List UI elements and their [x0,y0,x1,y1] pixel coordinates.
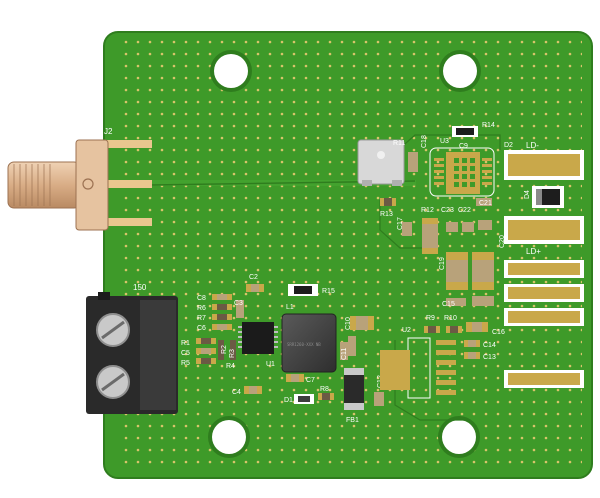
diode-d4 [532,186,564,208]
silk-r11: R11 [393,140,405,147]
silk-c16: C16 [492,329,505,336]
silk-c21: C21 [479,200,492,207]
edge-pads [504,260,584,388]
silk-r9: R9 [426,315,435,322]
cap-c12 [374,392,384,406]
silk-c8: C8 [197,295,206,302]
left-passives [196,294,244,364]
silk-c15: C15 [442,301,455,308]
silk-c9: C9 [459,143,468,150]
silk-c2: C2 [249,274,258,281]
silk-d2: D2 [504,142,513,149]
silk-r10: R10 [444,315,457,322]
ic-u1 [238,322,278,354]
silk-r4: R4 [226,363,235,370]
silk-u3: U3 [440,138,449,145]
silk-150: 150 [133,283,147,292]
res-r11 [357,139,405,186]
silk-r3: R3 [229,349,236,358]
silk-r1: R1 [181,340,190,347]
res-r13 [380,198,396,206]
silk-d4: D4 [524,190,531,199]
silk-r6: R6 [197,305,206,312]
silk-c22: C22 [458,207,471,214]
cap-c4 [244,386,262,394]
silk-c23: C23 [441,207,454,214]
cap-c2 [246,284,264,292]
silk-r12: R12 [421,207,434,214]
silk-r8: R8 [320,386,329,393]
silk-r2: R2 [221,345,228,354]
silk-c11: C11 [341,348,348,360]
silk-c7: C7 [306,377,315,384]
cap-c7 [286,374,304,382]
res-r15 [288,284,318,296]
silk-c14: C14 [483,342,496,349]
silk-c5: C5 [181,350,190,357]
mounting-holes [208,50,481,458]
res-r8 [318,393,334,400]
silk-c17: C17 [397,217,404,230]
silk-u2: U2 [402,327,411,334]
silk-c10: C10 [345,317,352,330]
caps-c19-c20 [446,252,494,306]
silk-ld-minus: LD- [526,141,539,150]
silk-fb1: FB1 [346,417,359,424]
ferrite-fb1 [344,368,364,410]
silk-c6: C6 [197,325,206,332]
silk-c13: C13 [483,354,496,361]
silk-c20: C20 [499,235,506,248]
laser-diode-pads [504,150,584,244]
ic-u3 [429,147,495,197]
caps-c10-c11 [340,316,374,360]
diode-d1 [294,394,314,404]
silk-c3: C3 [234,300,243,307]
inductor-marking: SRR1260-XXX NB [287,342,321,347]
passives-upper-mid [402,198,492,254]
silk-ld-plus: LD+ [526,247,541,256]
silk-r7: R7 [197,315,206,322]
terminal-block [86,292,178,414]
silk-r5: R5 [181,360,190,367]
cap-c18 [408,152,418,172]
silk-c19: C19 [439,257,446,270]
silk-r14: R14 [482,122,495,129]
silk-r15: R15 [322,288,335,295]
silk-l1: L1 [286,304,294,311]
silk-c4: C4 [232,389,241,396]
silk-r13: R13 [380,211,393,218]
inductor-l1: SRR1260-XXX NB [281,313,337,373]
passives-right-mid [424,322,488,359]
silk-d1: D1 [284,397,293,404]
silk-j2: J2 [104,127,113,136]
sma-connector-j2 [7,139,152,231]
ic-u2 [380,337,456,399]
silk-u1: U1 [266,361,275,368]
pcb-board [103,31,593,479]
res-r14 [452,126,478,137]
silk-c18: C18 [421,135,428,148]
